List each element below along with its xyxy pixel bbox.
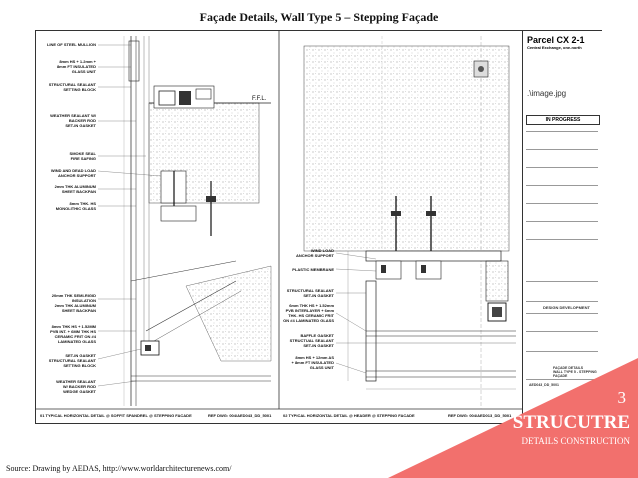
left-label: 8mm THK HS + 1.52MM PVB INT. + 6MM THK H… — [50, 324, 96, 344]
section-number: 3 — [617, 388, 627, 407]
right-label: PLASTIC MEMBRANE — [292, 267, 334, 272]
divider — [526, 149, 598, 150]
divider — [526, 313, 598, 314]
parcel-title: Parcel CX 2-1 — [527, 35, 585, 45]
divider — [526, 351, 598, 352]
divider — [526, 167, 598, 168]
left-label: WIND AND DEAD LOAD ANCHOR SUPPORT — [50, 168, 96, 178]
left-label: LINE OF STEEL MULLION — [46, 42, 96, 47]
source-caption: Source: Drawing by AEDAS, http://www.wor… — [6, 464, 232, 473]
left-label: 2mm THK ALUMINUM SHEET BACKPAN — [54, 184, 96, 194]
title-block: Parcel CX 2-1 Central Exchange, one-nort… — [522, 31, 602, 423]
left-label: 8mm HS + 1.2mm + 8mm FT INSULATED GLASS … — [56, 59, 96, 74]
right-label: 8mm HS + 12mm AS + 8mm FT INSULATED GLAS… — [291, 355, 335, 370]
footer-right-caption: 02 TYPICAL HORIZONTAL DETAIL @ HEADER @ … — [283, 413, 415, 418]
footer-left-caption: 01 TYPICAL HORIZONTAL DETAIL @ SOFFIT SP… — [40, 413, 192, 418]
ffl-label: F.F.L. — [252, 96, 267, 102]
section-subheading: DETAILS CONSTRUCTION — [521, 436, 630, 446]
page-title: Façade Details, Wall Type 5 – Stepping F… — [199, 10, 439, 24]
drawing-linework — [36, 31, 522, 410]
parcel-subtitle: Central Exchange, one-north — [527, 45, 582, 50]
divider — [526, 203, 598, 204]
status-badge: IN PROGRESS — [526, 115, 600, 125]
divider — [526, 131, 598, 132]
accent-triangle — [388, 358, 638, 478]
left-label: WEATHER SEALANT W/ BACKER ROD WEDGE GASK… — [56, 379, 96, 394]
left-label: 8mm THK. HS MONOLITHIC GLASS — [55, 201, 96, 211]
divider — [526, 239, 598, 240]
right-label: WIND LOAD ANCHOR SUPPORT — [295, 248, 334, 258]
section-heading: STRUCUTRE — [512, 412, 630, 433]
divider — [526, 331, 598, 332]
divider — [526, 185, 598, 186]
drawing-sheet: F.F.L. LINE OF STEEL MULLION 8mm HS + 1.… — [35, 30, 602, 424]
right-label: 6mm THK HS + 1.52mm PVB INTERLAYER + 6mm… — [283, 303, 334, 323]
left-label: SMOKE SEAL FIRE SAFING — [69, 151, 96, 161]
left-label: STRUCTURAL SEALANT SETTING BLOCK — [48, 82, 96, 92]
divider — [526, 301, 598, 302]
development-stage: DESIGN DEVELOPMENT — [543, 305, 590, 310]
footer-left-ref: REF DWG: 004/AED043_DD_5001 — [208, 413, 272, 418]
right-label: BAFFLE GASKET STRUCTUAL SEALANT SET-IN G… — [289, 333, 334, 348]
left-label: 20mm THK SEMI-RIGID INSULATION 2mm THK A… — [51, 293, 96, 313]
right-label: STRUCTURAL SEALANT SET-IN GASKET — [286, 288, 334, 298]
divider — [526, 221, 598, 222]
image-placeholder: .\image.jpg — [527, 89, 567, 98]
divider — [526, 281, 598, 282]
left-label: WEATHER SEALANT W/ BACKER ROD SET-IN GAS… — [50, 113, 96, 128]
left-label: SET-IN GASKET STRUCTURAL SEALANT SETTING… — [48, 353, 96, 368]
